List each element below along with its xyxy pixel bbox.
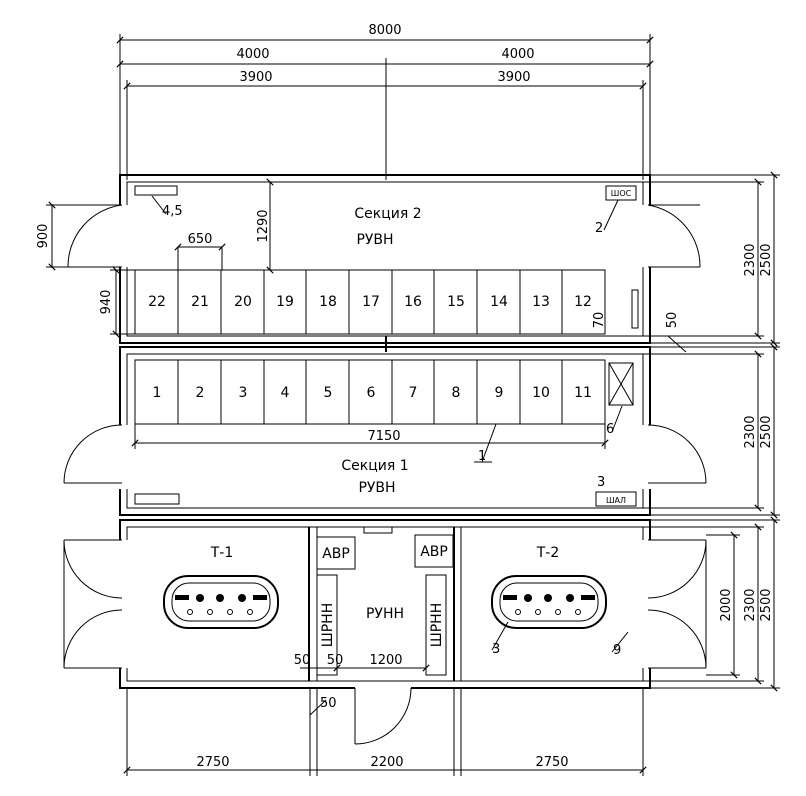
- cells-top-row: 22 21 20 19 18 17 16 15 14 13 12: [134, 269, 606, 335]
- dim-50-right-leader: [667, 335, 687, 353]
- cell-9: 9: [495, 385, 504, 401]
- shrnn-left-label: ШРНН: [320, 603, 336, 647]
- avr-left-label: АВР: [322, 546, 350, 562]
- dim-50-bottom: 50: [320, 696, 337, 711]
- avr-right-label: АВР: [420, 544, 448, 560]
- cell-2: 2: [196, 385, 205, 401]
- cell-18: 18: [319, 294, 337, 310]
- runn-bottom-door: [354, 684, 412, 745]
- avr-right-box: [414, 534, 454, 568]
- section-1-left-door: [63, 424, 130, 489]
- section-2-right-door: [640, 204, 701, 268]
- dim-650: 650: [188, 232, 213, 247]
- shrnn-right-box: [425, 574, 447, 676]
- callout-9: 9: [613, 643, 621, 658]
- transformer-t1-icon: [163, 575, 279, 629]
- bottom-dimensions: [123, 688, 647, 776]
- side-panel: [631, 289, 639, 329]
- section-2-left-door: [67, 204, 130, 268]
- dim-50-right: 50: [665, 312, 680, 329]
- callout-1: 1: [478, 449, 486, 464]
- cell-8: 8: [452, 385, 461, 401]
- cell-7: 7: [409, 385, 418, 401]
- crossed-cabinet: [608, 362, 634, 406]
- dim-940: 940: [99, 290, 114, 315]
- cells-bottom-row: 1 2 3 4 5 6 7 8 9 10 11: [134, 359, 606, 425]
- callout-4-5-leader: [151, 195, 167, 215]
- dim-1200: 1200: [369, 653, 402, 668]
- cabinet-4-5: [134, 185, 178, 196]
- transformer-t2-icon: [491, 575, 607, 629]
- cabinet-shal-label: ШАЛ: [606, 496, 626, 505]
- cell-20: 20: [234, 294, 252, 310]
- cell-4: 4: [281, 385, 290, 401]
- cabinet-shos: [605, 185, 637, 201]
- dim-half-right: 4000: [501, 47, 534, 62]
- dim-2300-c: 2300: [743, 588, 758, 621]
- dim-2500-b: 2500: [759, 415, 774, 448]
- dim-2750-right: 2750: [535, 755, 568, 770]
- section-1-subtitle: РУВН: [358, 480, 395, 496]
- dim-2300-b: 2300: [743, 415, 758, 448]
- cell-19: 19: [276, 294, 294, 310]
- callout-6: 6: [606, 422, 614, 437]
- cell-22: 22: [148, 294, 166, 310]
- dim-2500-c: 2500: [759, 588, 774, 621]
- right-dimensions: [643, 171, 780, 692]
- t1-doors: [63, 539, 130, 669]
- section-2-walls: [119, 174, 651, 352]
- dim-2500-a: 2500: [759, 243, 774, 276]
- cell-13: 13: [532, 294, 550, 310]
- cell-3: 3: [239, 385, 248, 401]
- section-1-right-door: [640, 424, 707, 489]
- callout-3b: 3: [492, 642, 500, 657]
- cell-15: 15: [447, 294, 465, 310]
- dim-total-width: 8000: [368, 23, 401, 38]
- dim-70: 70: [592, 312, 607, 329]
- dim-inner-right: 3900: [497, 70, 530, 85]
- cell-5: 5: [324, 385, 333, 401]
- runn-label: РУНН: [366, 606, 404, 622]
- dim-2200: 2200: [370, 755, 403, 770]
- cell-16: 16: [404, 294, 422, 310]
- callout-3: 3: [597, 475, 605, 490]
- cabinet-bottom-left: [134, 493, 180, 505]
- callout-2: 2: [595, 221, 603, 236]
- dim-2300-a: 2300: [743, 243, 758, 276]
- dim-1290: 1290: [256, 209, 271, 242]
- t2-doors: [640, 539, 707, 669]
- shrnn-right-label: ШРНН: [429, 603, 445, 647]
- section-2-title: Секция 2: [354, 206, 421, 222]
- callout-2-leader: [603, 199, 619, 231]
- top-dimensions: [116, 34, 654, 180]
- cell-14: 14: [490, 294, 508, 310]
- dim-half-left: 4000: [236, 47, 269, 62]
- cell-11: 11: [574, 385, 592, 401]
- section-2-subtitle: РУВН: [356, 232, 393, 248]
- cell-17: 17: [362, 294, 380, 310]
- dim-50-left: 50: [294, 653, 311, 668]
- cell-1: 1: [153, 385, 162, 401]
- cell-6: 6: [367, 385, 376, 401]
- dim-2750-left: 2750: [196, 755, 229, 770]
- cell-12: 12: [574, 294, 592, 310]
- callout-4-5: 4,5: [162, 204, 183, 219]
- cabinet-shos-label: ШОС: [611, 189, 632, 198]
- avr-left-box: [316, 536, 356, 570]
- dim-inner-left: 3900: [239, 70, 272, 85]
- dim-900: 900: [36, 224, 51, 249]
- dim-2000: 2000: [719, 588, 734, 621]
- dim-50-mid: 50: [327, 653, 344, 668]
- shrnn-left-box: [316, 574, 338, 676]
- cell-10: 10: [532, 385, 550, 401]
- section-1-title: Секция 1: [341, 458, 408, 474]
- cabinet-shal: [595, 491, 637, 507]
- dim-7150: 7150: [367, 429, 400, 444]
- cell-21: 21: [191, 294, 209, 310]
- t2-label: Т-2: [536, 545, 560, 561]
- t1-label: Т-1: [210, 545, 234, 561]
